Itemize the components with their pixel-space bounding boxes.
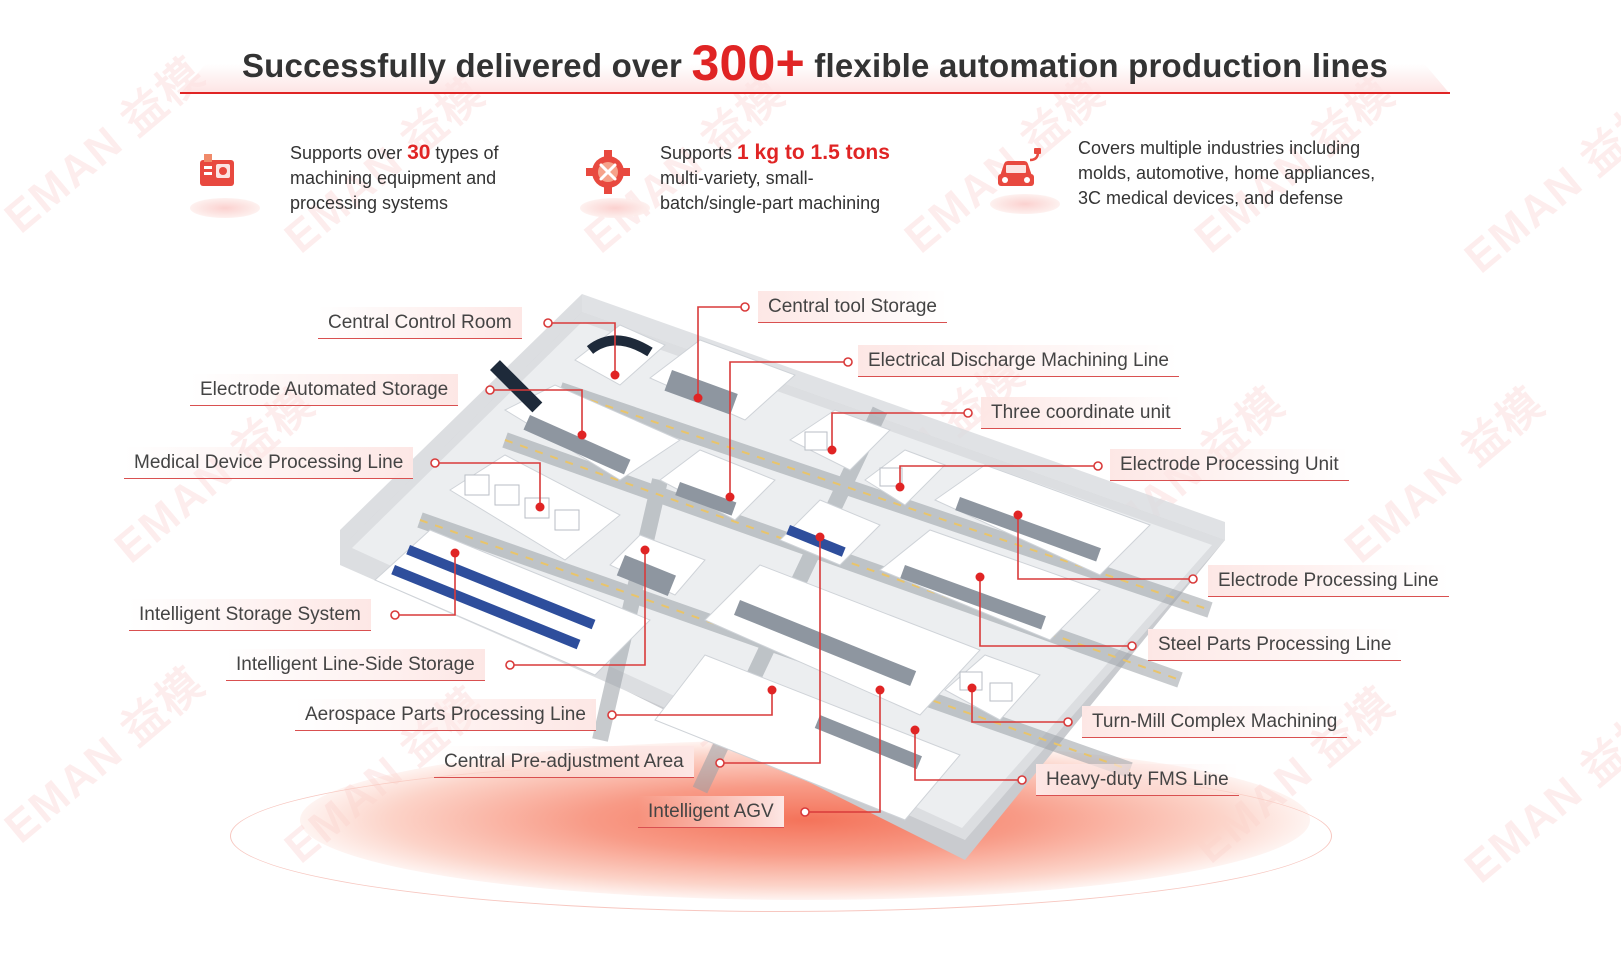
label-electrode-processing-unit: Electrode Processing Unit — [1110, 449, 1349, 481]
feature-2-highlight: 1 kg to 1.5 tons — [737, 141, 890, 164]
title-text-after: flexible automation production lines — [814, 47, 1389, 84]
label-intelligent-agv: Intelligent AGV — [638, 796, 784, 828]
feature-3-line-1: Covers multiple industries including — [1078, 138, 1361, 158]
steel-line-machines — [900, 565, 1046, 630]
zone-heavy-fms — [654, 654, 961, 821]
wall-screen — [490, 360, 543, 413]
label-central-control-room: Central Control Room — [318, 307, 522, 339]
agv-shelves — [786, 524, 846, 557]
control-room-screens — [586, 335, 653, 357]
feature-1-line-2: machining equipment and — [290, 168, 497, 188]
line-side-racks — [616, 554, 676, 597]
label-medical-device-line: Medical Device Processing Line — [124, 447, 414, 479]
headline-underline — [180, 92, 1450, 94]
label-three-coordinate-unit: Three coordinate unit — [981, 397, 1181, 429]
label-steel-parts-line: Steel Parts Processing Line — [1148, 629, 1402, 661]
medical-machine — [464, 474, 490, 496]
fms-machines — [814, 715, 922, 770]
medical-machine — [554, 509, 580, 531]
feature-weight-range: Supports 1 kg to 1.5 tons multi-variety,… — [578, 140, 938, 230]
title-highlight-number: 300+ — [691, 35, 805, 91]
feature-1-line-1: Supports over — [290, 143, 408, 163]
cmm-machine — [804, 431, 828, 451]
storage-shelves — [406, 545, 596, 630]
feature-2-line-1: Supports — [660, 143, 738, 163]
label-electrode-automated-storage: Electrode Automated Storage — [190, 374, 459, 406]
zone-electrode-storage — [503, 384, 682, 481]
electrode-unit-machine — [879, 467, 903, 487]
feature-2-line-3: batch/single-part machining — [660, 193, 881, 213]
aerospace-line-machines — [734, 599, 917, 687]
page-title: Successfully delivered over 300+ flexibl… — [180, 30, 1450, 99]
feature-1-line-1-end: types of — [430, 143, 499, 163]
feature-machining-types: Supports over 30 types of machining equi… — [188, 140, 528, 230]
feature-3-line-3: 3C medical devices, and defense — [1078, 188, 1344, 208]
gear-tools-icon — [578, 148, 650, 218]
label-electrode-processing-line: Electrode Processing Line — [1208, 565, 1449, 597]
edm-machines — [675, 482, 737, 516]
label-heavy-duty-fms: Heavy-duty FMS Line — [1036, 764, 1239, 796]
title-text-before: Successfully delivered over — [241, 47, 683, 84]
feature-1-highlight: 30 — [407, 141, 431, 164]
zone-control-room — [574, 324, 666, 386]
tool-racks — [664, 369, 738, 415]
feature-industries: Covers multiple industries including mol… — [988, 136, 1408, 226]
car-plug-icon — [988, 144, 1060, 214]
headline-banner: Successfully delivered over 300+ flexibl… — [180, 30, 1450, 96]
zone-three-coordinate — [789, 409, 891, 471]
label-intelligent-storage-system: Intelligent Storage System — [129, 599, 371, 631]
back-wall-left — [340, 294, 582, 548]
label-turn-mill: Turn-Mill Complex Machining — [1082, 706, 1348, 738]
label-intelligent-line-side-storage: Intelligent Line-Side Storage — [226, 649, 485, 681]
label-central-pre-adjustment: Central Pre-adjustment Area — [434, 746, 694, 778]
feature-1-line-3: processing systems — [290, 193, 449, 213]
zone-electrode-unit — [864, 449, 946, 506]
headline-underlay — [180, 64, 1450, 94]
feature-3-line-2: molds, automotive, home appliances, — [1078, 163, 1376, 183]
feature-2-line-2: multi-variety, small- — [660, 168, 814, 188]
storage-shelves — [391, 565, 581, 650]
label-edm-line: Electrical Discharge Machining Line — [858, 345, 1179, 377]
zone-steel-line — [879, 529, 1101, 641]
machining-equipment-icon — [188, 148, 260, 218]
label-aerospace-parts-line: Aerospace Parts Processing Line — [295, 699, 596, 731]
turn-mill-machine — [989, 682, 1013, 702]
electrode-racks — [523, 415, 631, 475]
electrode-line-machines — [955, 497, 1101, 562]
medical-machine — [494, 484, 520, 506]
label-central-tool-storage: Central tool Storage — [758, 291, 947, 323]
